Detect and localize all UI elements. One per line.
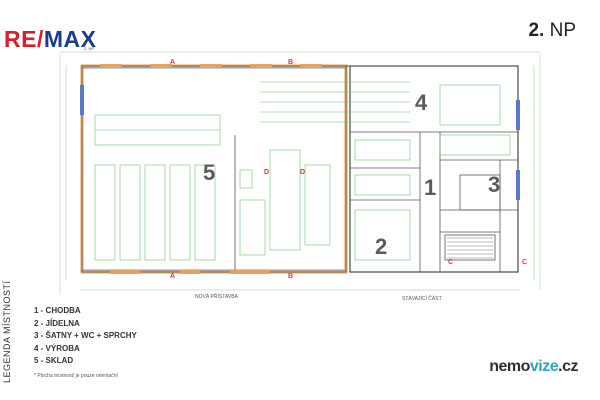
room-number-4: 4	[415, 90, 428, 115]
floor-number: 2.	[528, 20, 545, 41]
section-mark-d-right: D	[300, 169, 305, 176]
room-number-3: 3	[488, 172, 500, 197]
section-mark-c-right: C	[522, 259, 527, 266]
room-number-5: 5	[203, 160, 215, 185]
logo-part-red: RE/	[4, 26, 44, 52]
windows-north	[100, 64, 322, 68]
section-mark-a-top: A	[170, 59, 175, 66]
room-number-2: 2	[375, 234, 387, 259]
new-building-label: NOVÁ PŘÍSTAVBA	[195, 292, 239, 300]
legend-item-3: 3 - ŠATNY + WC + SPRCHY	[34, 331, 137, 340]
brand-part-3: .cz	[558, 358, 578, 375]
room-number-1: 1	[424, 175, 436, 200]
section-mark-b-top: B	[288, 59, 293, 66]
floor-title: 2. NP	[528, 20, 576, 42]
existing-part-label: STÁVAJÍCÍ ČÁST	[402, 295, 442, 302]
stair-detail	[447, 237, 493, 259]
nemovize-logo: nemovize.cz	[489, 358, 578, 376]
legend-note: * Plocha místností je pouze orientační	[34, 372, 118, 379]
remax-logo: RE/MAX	[4, 26, 96, 53]
interior-walls	[234, 131, 518, 272]
legend-item-4: 4 - VÝROBA	[34, 343, 80, 353]
section-mark-d-left: D	[264, 169, 269, 176]
legend-title: LEGENDA MÍSTNOSTÍ	[2, 280, 12, 383]
windows-south	[110, 270, 270, 274]
dimension-lines	[59, 51, 541, 295]
floor-tag-label: 2. NP	[84, 46, 94, 51]
floor-suffix: NP	[549, 20, 576, 41]
legend-item-5: 5 - SKLAD	[34, 356, 74, 365]
section-mark-a-bottom: A	[170, 273, 175, 280]
brand-part-2: vize	[529, 358, 559, 375]
shelving-storage	[94, 114, 331, 261]
section-mark-b-bottom: B	[288, 273, 293, 280]
section-markers: A B A B D D C C	[170, 59, 527, 280]
section-mark-c-left: C	[448, 259, 453, 266]
legend-item-2: 2 - JÍDELNA	[34, 318, 80, 328]
room-legend: 1 - CHODBA 2 - JÍDELNA 3 - ŠATNY + WC + …	[34, 305, 137, 382]
production-equipment	[239, 81, 511, 261]
legend-item-1: 1 - CHODBA	[34, 306, 81, 315]
brand-part-1: nemo	[489, 358, 530, 375]
logo-part-blue: MAX	[43, 26, 97, 52]
windows-side	[80, 85, 520, 200]
